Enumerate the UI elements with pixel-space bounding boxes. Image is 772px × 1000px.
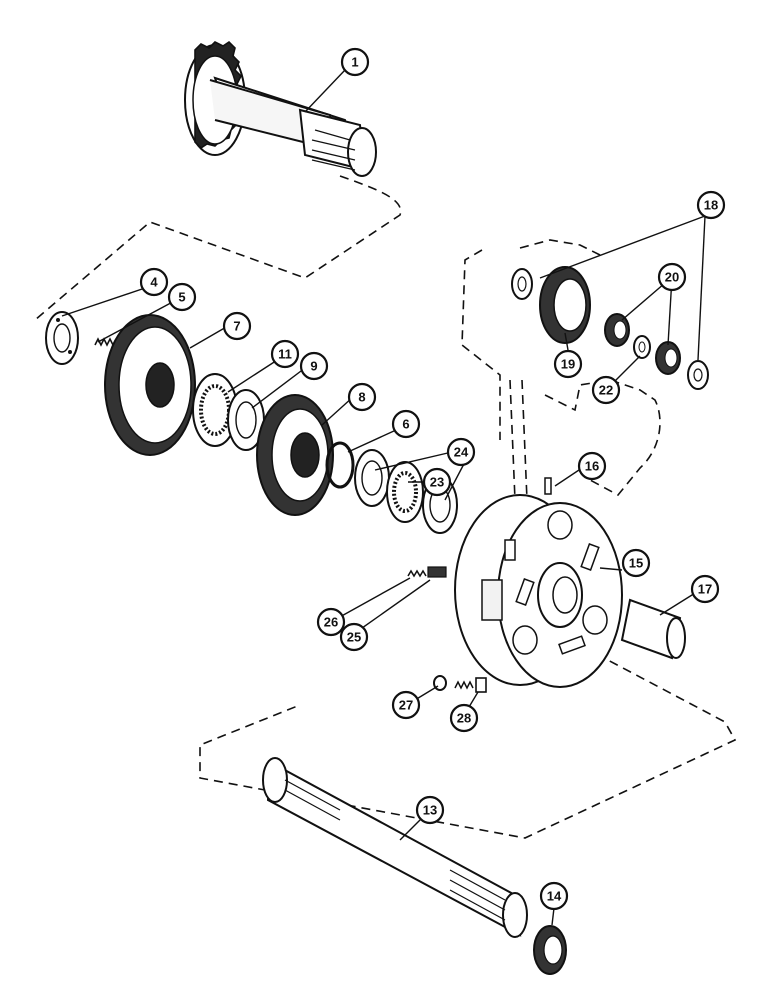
callout-22: 22 (591, 375, 621, 405)
part-13-output-shaft (262, 757, 528, 938)
part-22-spacer (633, 335, 651, 359)
part-16-pin (544, 477, 552, 495)
svg-text:17: 17 (698, 582, 712, 597)
dashed-group-lines (34, 175, 737, 839)
svg-text:24: 24 (454, 445, 469, 460)
callout-23: 23 (422, 467, 452, 497)
callout-15: 15 (621, 548, 651, 578)
part-6-snap-ring (325, 441, 355, 489)
callout-20: 20 (657, 262, 687, 292)
callout-8: 8 (347, 382, 377, 412)
part-8-gear (256, 394, 334, 516)
callout-18: 18 (696, 190, 726, 220)
part-20-needle-roller-left (604, 313, 630, 347)
svg-text:13: 13 (423, 803, 437, 818)
svg-text:5: 5 (178, 290, 185, 305)
callout-4: 4 (139, 267, 169, 297)
callout-28: 28 (449, 703, 479, 733)
part-4-thrust-plate (45, 311, 79, 365)
part-1-input-shaft-gear (184, 40, 377, 177)
callout-24: 24 (446, 437, 476, 467)
part-18-washer-left (511, 268, 533, 300)
part-17-planet-shaft (620, 598, 686, 660)
callout-19: 19 (553, 349, 583, 379)
callout-16: 16 (577, 451, 607, 481)
svg-text:27: 27 (399, 698, 413, 713)
svg-text:1: 1 (351, 55, 358, 70)
svg-text:22: 22 (599, 383, 613, 398)
svg-text:18: 18 (704, 198, 718, 213)
svg-text:7: 7 (233, 319, 240, 334)
callout-14: 14 (539, 881, 569, 911)
svg-text:11: 11 (278, 347, 292, 362)
callout-6: 6 (391, 409, 421, 439)
callout-13: 13 (415, 795, 445, 825)
part-25-detent (427, 566, 447, 578)
part-24-thrust-washer-left (354, 449, 390, 507)
svg-text:14: 14 (547, 889, 562, 904)
svg-text:15: 15 (629, 556, 643, 571)
callout-1: 1 (340, 47, 370, 77)
callout-25: 25 (339, 622, 369, 652)
svg-text:9: 9 (310, 359, 317, 374)
part-7-large-gear (104, 314, 196, 456)
part-28-bolt (454, 677, 487, 693)
callout-27: 27 (391, 690, 421, 720)
part-19-planet-gear (539, 266, 591, 344)
svg-text:23: 23 (430, 475, 444, 490)
svg-text:20: 20 (665, 270, 679, 285)
svg-text:16: 16 (585, 459, 599, 474)
callout-5: 5 (167, 282, 197, 312)
callout-9: 9 (299, 351, 329, 381)
part-15-planet-carrier (454, 494, 623, 688)
part-14-bearing (533, 925, 567, 975)
svg-text:28: 28 (457, 711, 471, 726)
part-18-washer-right (687, 360, 709, 390)
svg-text:4: 4 (150, 275, 158, 290)
svg-text:6: 6 (402, 417, 409, 432)
callout-17: 17 (690, 574, 720, 604)
callout-7: 7 (222, 311, 252, 341)
part-20-needle-roller-right (655, 341, 681, 375)
svg-text:19: 19 (561, 357, 575, 372)
part-23-thrust-bearing (386, 461, 424, 523)
svg-text:25: 25 (347, 630, 361, 645)
part-26-spring (407, 569, 427, 578)
callout-26: 26 (316, 607, 346, 637)
svg-text:8: 8 (358, 390, 365, 405)
callout-11: 11 (270, 339, 300, 369)
svg-text:26: 26 (324, 615, 338, 630)
